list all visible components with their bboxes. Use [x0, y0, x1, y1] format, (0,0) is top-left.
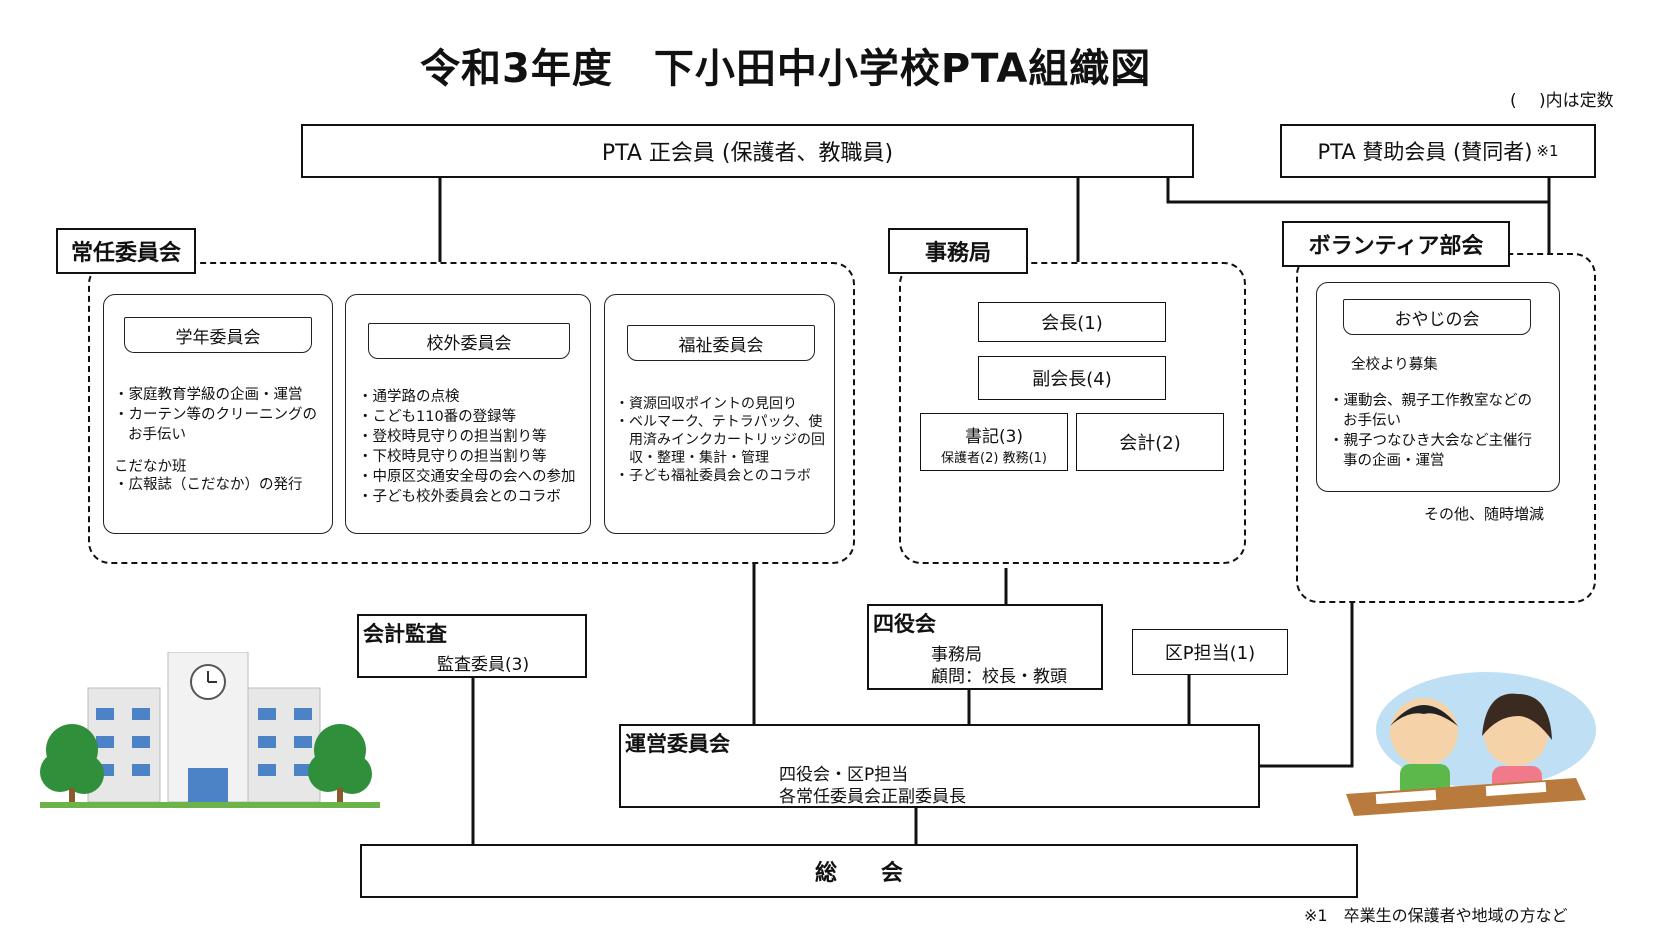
regular-members-label: PTA 正会員 (保護者、教職員)	[601, 141, 894, 166]
committee-items: 通学路の点検 こども110番の登録等 登校時見守りの担当割り等 下校時見守りの担…	[358, 387, 588, 507]
committee-name: 福祉委員会	[678, 335, 764, 356]
list-item: 登校時見守りの担当割り等	[358, 427, 588, 447]
list-item: 運動会、親子工作教室などのお手伝い	[1329, 391, 1539, 431]
list-item: 資源回収ポイントの見回り	[615, 395, 830, 413]
kodanaka-han-label: こだなか班	[114, 459, 187, 475]
kup-box: 区P担当(1)	[1132, 629, 1288, 675]
unei-line1: 四役会・区P担当	[779, 765, 909, 785]
committee-name: 学年委員会	[175, 327, 261, 348]
list-item: 中原区交通安全母の会への参加	[358, 467, 588, 487]
shoki-label: 書記(3)	[964, 427, 1024, 447]
committee-name: 校外委員会	[426, 333, 512, 354]
jimukyoku-group	[899, 262, 1246, 564]
shoki-detail: 保護者(2) 教務(1)	[941, 451, 1047, 466]
jimukyoku-title: 事務局	[888, 228, 1028, 274]
oyaji-recruit: 全校より募集	[1351, 357, 1438, 373]
committee-card-fukushi: 福祉委員会 資源回収ポイントの見回り ベルマーク、テトラパック、使用済みインクカ…	[604, 294, 835, 534]
audit-members: 監査委員(3)	[437, 655, 530, 675]
unei-line2: 各常任委員会正副委員長	[779, 787, 966, 807]
kaicho-label: 会長(1)	[1041, 313, 1103, 334]
joninkai-group	[88, 262, 855, 564]
audit-title: 会計監査	[363, 622, 447, 646]
footnote: ※1 卒業生の保護者や地域の方など	[1304, 906, 1568, 925]
children-studying-illustration	[1346, 672, 1596, 816]
committee-items: 家庭教育学級の企画・運営 カーテン等のクリーニングのお手伝い	[114, 385, 328, 445]
volunteer-title-label: ボランティア部会	[1308, 234, 1484, 259]
fukukaicho-label: 副会長(4)	[1032, 369, 1112, 390]
committee-banner: 学年委員会	[124, 317, 312, 353]
kaikei-box: 会計(2)	[1076, 413, 1224, 471]
volunteer-title: ボランティア部会	[1282, 221, 1510, 267]
sokai-label: 総 会	[814, 861, 903, 886]
oyaji-card: おやじの会 全校より募集 運動会、親子工作教室などのお手伝い 親子つなひき大会な…	[1316, 282, 1560, 492]
list-item: 広報誌（こだなか）の発行	[114, 475, 328, 495]
oyaji-items: 運動会、親子工作教室などのお手伝い 親子つなひき大会など主催行事の企画・運営	[1329, 391, 1539, 471]
sokai-box: 総 会	[360, 844, 1358, 898]
regular-members-box: PTA 正会員 (保護者、教職員)	[301, 124, 1194, 178]
kaikei-label: 会計(2)	[1119, 433, 1181, 454]
kodanaka-items: 広報誌（こだなか）の発行	[114, 475, 328, 495]
committee-card-kogai: 校外委員会 通学路の点検 こども110番の登録等 登校時見守りの担当割り等 下校…	[345, 294, 591, 534]
list-item: ベルマーク、テトラパック、使用済みインクカートリッジの回収・整理・集計・管理	[615, 413, 830, 467]
jimukyoku-title-label: 事務局	[924, 241, 991, 266]
volunteer-other: その他、随時増減	[1424, 505, 1545, 523]
supporting-members-label: PTA 賛助会員 (賛同者)	[1317, 140, 1533, 164]
kup-label: 区P担当(1)	[1164, 643, 1256, 664]
kaicho-box: 会長(1)	[978, 302, 1166, 342]
list-item: カーテン等のクリーニングのお手伝い	[114, 405, 328, 445]
list-item: 親子つなひき大会など主催行事の企画・運営	[1329, 431, 1539, 471]
audit-box: 会計監査 監査委員(3)	[357, 614, 587, 678]
yonyakukai-box: 四役会 事務局 顧問：校長・教頭	[867, 604, 1103, 690]
joninkai-title: 常任委員会	[56, 228, 196, 274]
list-item: 通学路の点検	[358, 387, 588, 407]
oyaji-name: おやじの会	[1394, 309, 1480, 330]
committee-banner: 校外委員会	[368, 323, 570, 359]
fukukaicho-box: 副会長(4)	[978, 356, 1166, 400]
school-illustration	[40, 652, 380, 808]
unei-title: 運営委員会	[625, 732, 730, 756]
list-item: こども110番の登録等	[358, 407, 588, 427]
oyaji-banner: おやじの会	[1343, 299, 1531, 335]
page-title: 令和3年度 下小田中小学校PTA組織図	[420, 46, 1152, 92]
yonyakukai-title: 四役会	[873, 612, 936, 636]
list-item: 子ども校外委員会とのコラボ	[358, 487, 588, 507]
supporting-members-box: PTA 賛助会員 (賛同者) ※1	[1280, 124, 1596, 178]
teisu-note: ( )内は定数	[1510, 91, 1614, 111]
committee-items: 資源回収ポイントの見回り ベルマーク、テトラパック、使用済みインクカートリッジの…	[615, 395, 830, 485]
list-item: 子ども福祉委員会とのコラボ	[615, 467, 830, 485]
yonyakukai-line2: 顧問：校長・教頭	[931, 667, 1067, 687]
shoki-box: 書記(3) 保護者(2) 教務(1)	[920, 413, 1068, 471]
joninkai-title-label: 常任委員会	[70, 241, 181, 266]
yonyakukai-line1: 事務局	[931, 645, 982, 665]
committee-card-gakunen: 学年委員会 家庭教育学級の企画・運営 カーテン等のクリーニングのお手伝い こだな…	[103, 294, 333, 534]
committee-banner: 福祉委員会	[627, 325, 815, 361]
list-item: 家庭教育学級の企画・運営	[114, 385, 328, 405]
supporting-members-mark: ※1	[1536, 142, 1559, 160]
list-item: 下校時見守りの担当割り等	[358, 447, 588, 467]
unei-box: 運営委員会 四役会・区P担当 各常任委員会正副委員長	[619, 724, 1260, 808]
